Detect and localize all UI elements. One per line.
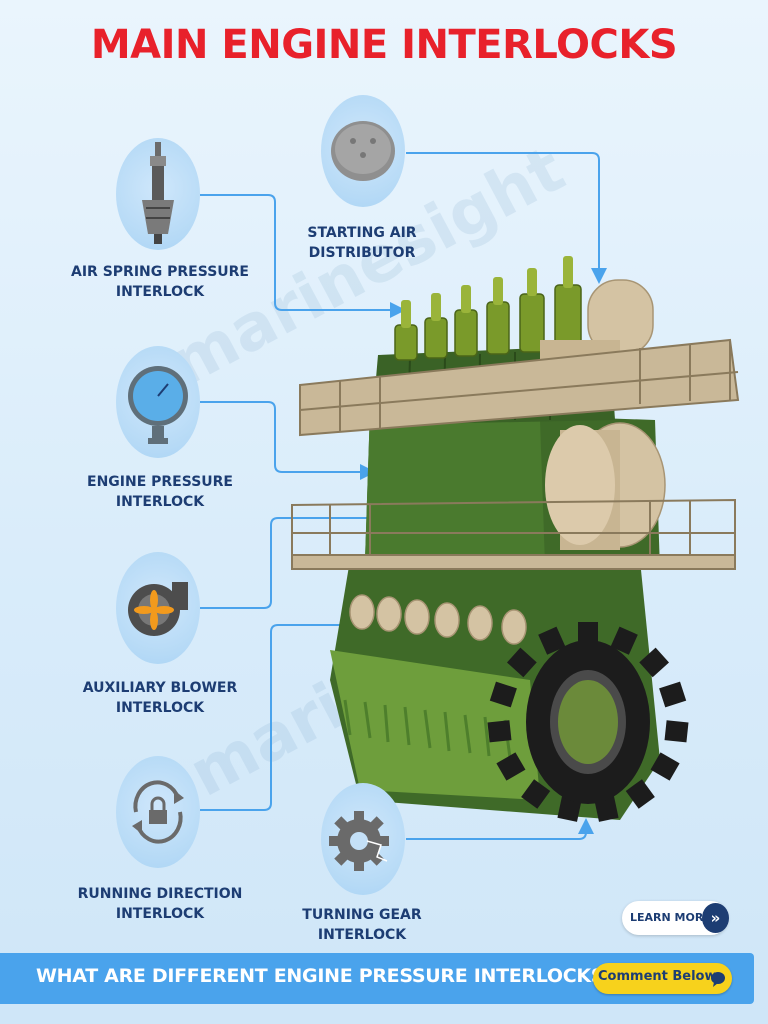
auxiliary-blower-circle — [116, 552, 200, 664]
starting-air-distributor-circle — [321, 95, 405, 207]
running-direction-circle — [116, 756, 200, 868]
connector-engine-pressure — [200, 401, 376, 480]
distributor-disc-icon — [331, 121, 395, 181]
bottom-question: WHAT ARE DIFFERENT ENGINE PRESSURE INTER… — [36, 965, 615, 987]
pressure-gauge-icon — [128, 366, 188, 444]
connector-running-direction — [200, 617, 450, 811]
comment-below-label[interactable]: Comment Below — [598, 969, 717, 984]
gear-icon — [329, 811, 389, 871]
connector-aux-blower — [200, 510, 604, 609]
valve-icon — [142, 142, 174, 244]
speech-bubble-icon — [711, 972, 725, 987]
air-spring-pressure-circle — [116, 138, 200, 250]
double-chevron-right-icon[interactable]: » — [702, 903, 729, 933]
engine-pressure-circle — [116, 346, 200, 458]
lock-rotate-icon — [132, 780, 184, 844]
connector-starting-air — [406, 152, 607, 284]
page-title: MAIN ENGINE INTERLOCKS — [90, 22, 678, 68]
connector-turning-gear — [406, 818, 594, 840]
learn-more-label[interactable]: LEARN MORE — [630, 911, 711, 924]
turning-gear-circle — [321, 783, 405, 895]
comment-below-button[interactable] — [593, 963, 732, 994]
connector-air-spring — [200, 194, 406, 318]
blower-fan-icon — [128, 582, 188, 636]
